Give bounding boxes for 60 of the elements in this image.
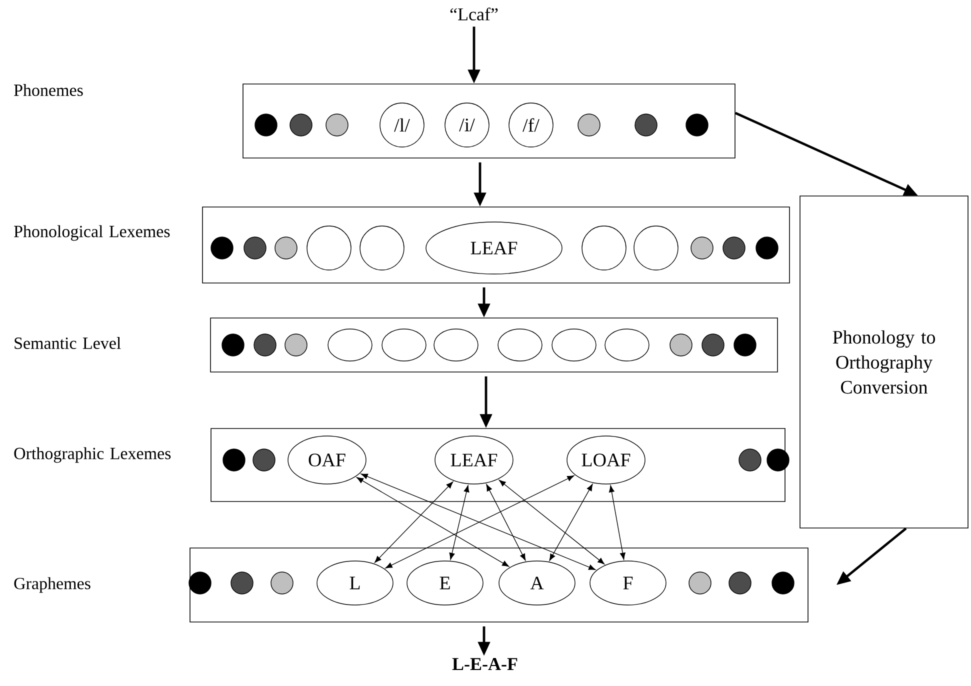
unit-dot — [254, 334, 276, 356]
double-arrow — [498, 480, 605, 564]
unit-dot — [254, 114, 278, 136]
unit-dot — [738, 448, 762, 472]
unit-dot — [326, 114, 348, 136]
unit-dot — [290, 114, 312, 136]
unit-ellipse — [382, 328, 426, 362]
unit-dot — [578, 114, 600, 136]
double-arrow — [608, 485, 626, 560]
unit-dot — [670, 334, 692, 356]
double-arrow — [449, 485, 470, 560]
unit-circle — [582, 226, 626, 270]
unit-circle — [306, 226, 352, 270]
unit-dot — [222, 448, 246, 472]
layer-box — [210, 318, 778, 372]
unit-ellipse — [328, 328, 372, 362]
unit-dot — [270, 572, 294, 594]
unit-dot — [252, 448, 276, 472]
unit-ellipse — [498, 328, 542, 362]
double-arrow — [385, 475, 574, 568]
unit-dot — [244, 236, 266, 260]
unit-dot — [772, 572, 794, 594]
unit-dot — [188, 572, 212, 594]
unit-dot — [756, 236, 778, 260]
unit-dot — [702, 334, 724, 356]
unit-dot — [766, 448, 790, 472]
double-arrow — [360, 474, 596, 570]
double-arrow — [486, 484, 526, 561]
unit-dot — [210, 236, 234, 260]
unit-dot — [734, 334, 756, 356]
unit-dot — [634, 114, 658, 136]
layer-box — [202, 206, 790, 284]
input-word: “Lcaf” — [450, 8, 498, 20]
unit-ellipse — [552, 328, 596, 362]
conversion-box: Phonology to Orthography Conversion — [800, 196, 968, 528]
unit-circle — [360, 226, 404, 270]
unit-dot — [686, 114, 708, 136]
unit-ellipse — [604, 328, 650, 362]
level-label: Orthographic Lexemes — [14, 447, 171, 463]
output-word: L-E-A-F — [452, 658, 518, 670]
double-arrow — [549, 484, 593, 561]
layer-box — [242, 84, 736, 158]
unit-dot — [722, 236, 746, 260]
unit-dot — [222, 334, 244, 356]
unit-dot — [690, 236, 714, 260]
double-arrow — [374, 482, 454, 563]
layer-box — [190, 548, 808, 622]
unit-dot — [284, 334, 308, 356]
unit-dot — [728, 572, 752, 594]
level-label: Phonemes — [14, 84, 83, 96]
double-arrow — [356, 477, 510, 567]
unit-dot — [274, 236, 298, 260]
level-label: Semantic Level — [14, 337, 121, 349]
unit-dot — [230, 572, 254, 594]
unit-circle — [634, 226, 678, 270]
unit-dot — [688, 572, 712, 594]
level-label: Graphemes — [14, 577, 90, 593]
layer-box — [210, 428, 786, 502]
unit-ellipse — [434, 328, 478, 362]
level-label: Phonological Lexemes — [14, 225, 170, 241]
